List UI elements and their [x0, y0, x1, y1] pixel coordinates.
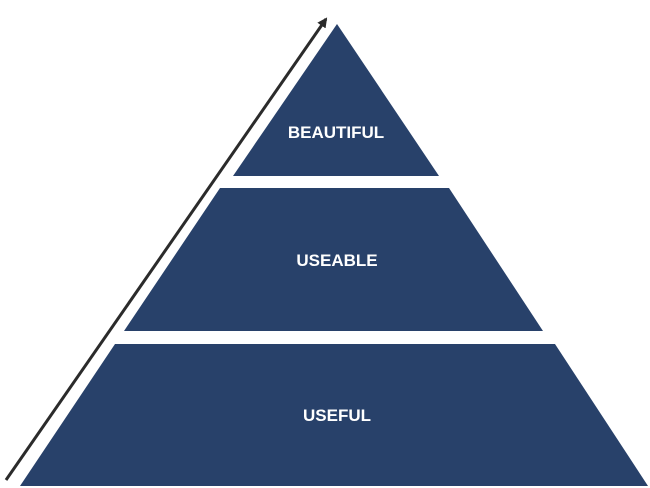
tier-label-useable: USEABLE: [296, 251, 377, 270]
tier-middle-useable: [124, 188, 543, 331]
tier-label-beautiful: BEAUTIFUL: [288, 123, 384, 142]
tier-top-beautiful: [233, 24, 439, 176]
growth-arrow: [4, 17, 328, 481]
tier-bottom-useful: [20, 344, 648, 486]
tier-label-useful: USEFUL: [303, 406, 371, 425]
